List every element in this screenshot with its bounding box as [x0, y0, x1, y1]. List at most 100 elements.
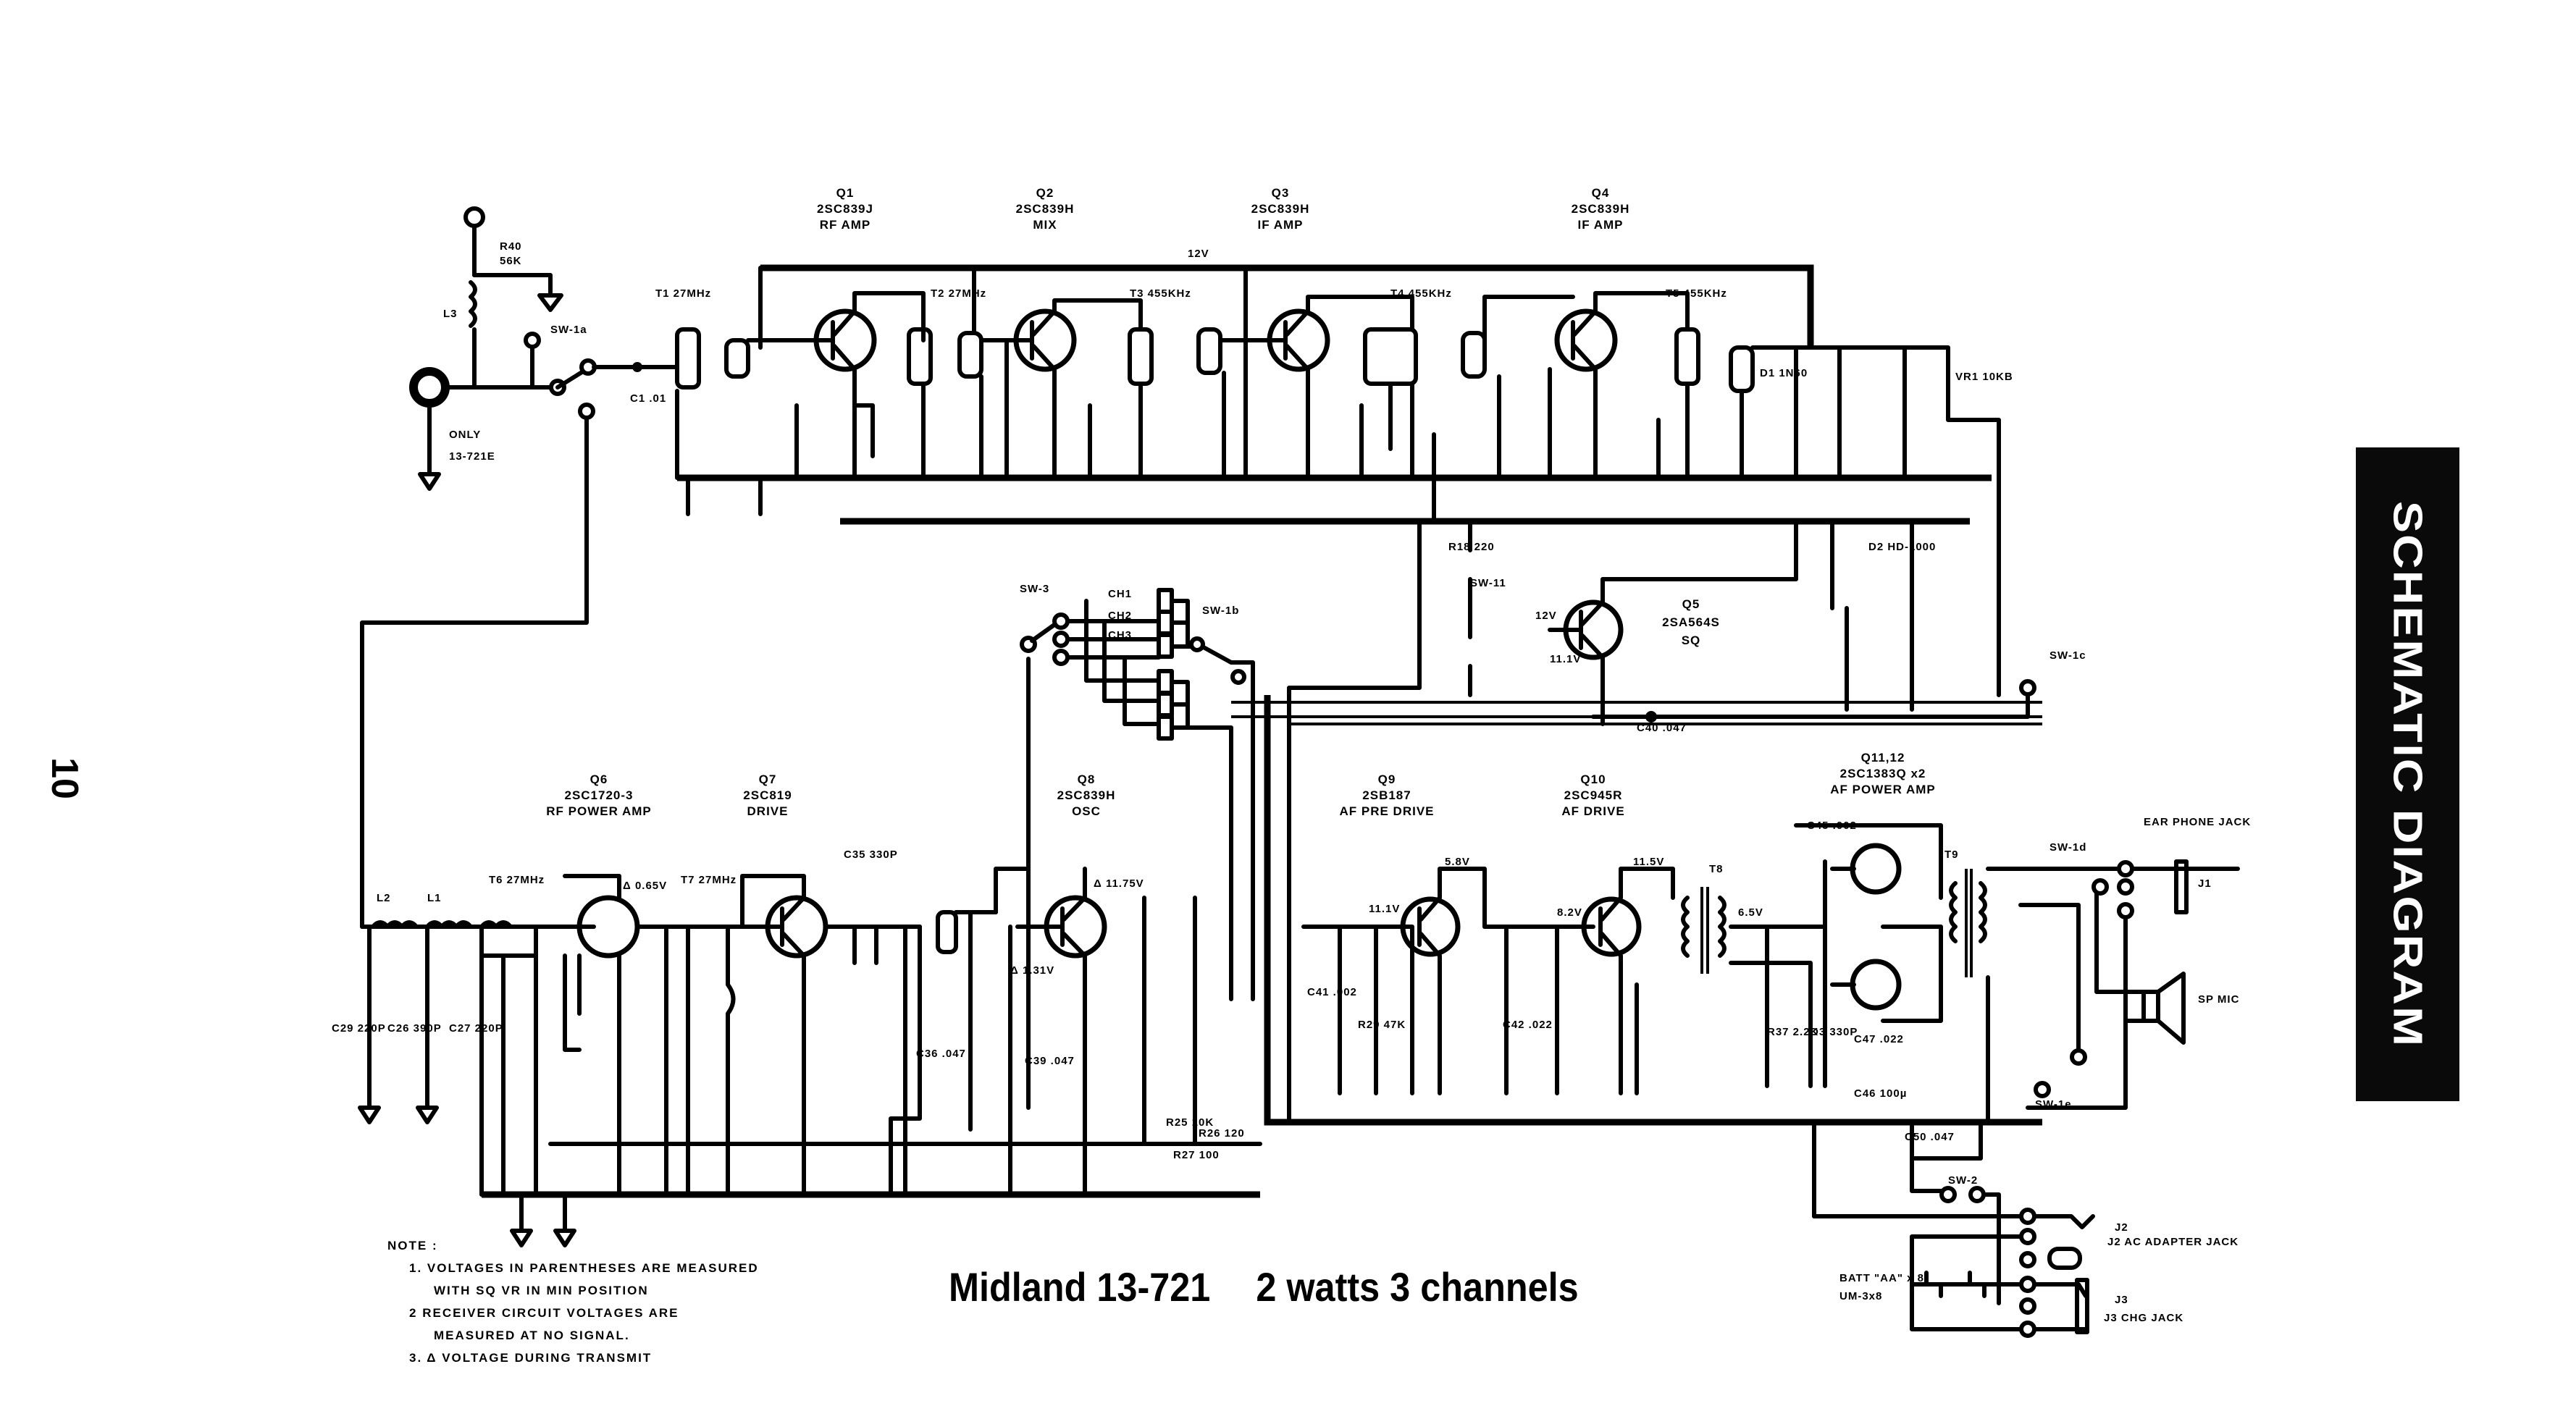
- sw-11-label: SW-11: [1470, 577, 1506, 589]
- battery-type-label: UM-3x8: [1839, 1290, 1882, 1302]
- notes-heading: NOTE :: [387, 1239, 438, 1252]
- component-labels: ONLY 13-721E L3 SW-1a R40 56K T1 27MHz C…: [332, 240, 2251, 1324]
- sw-2-label: SW-2: [1948, 1174, 1978, 1187]
- channel-selector: [1020, 588, 1255, 1110]
- earphone-jack: [2174, 859, 2189, 914]
- q4-part: 2SC839H: [1572, 202, 1630, 216]
- transistor-Q9: [1400, 896, 1461, 957]
- sw-1c-label: SW-1c: [2050, 649, 2086, 662]
- q11-12-part: 2SC1383Q x2: [1840, 767, 1926, 780]
- q2-ref: Q2: [1036, 186, 1054, 200]
- sw-1e-label: SW-1e: [2035, 1098, 2072, 1111]
- d2-label: D2 HD-1000: [1868, 541, 1936, 553]
- c27-label: C27 220P: [449, 1022, 503, 1035]
- t8-label: T8: [1709, 863, 1724, 875]
- driver-transformer-T8: [1681, 896, 1690, 958]
- d1-label: D1 1N60: [1760, 367, 1808, 379]
- output-transformer-T9: [1949, 881, 1958, 943]
- q4-ref: Q4: [1592, 186, 1610, 200]
- note-2-line1: RECEIVER CIRCUIT VOLTAGES ARE: [422, 1306, 679, 1320]
- t9-label: T9: [1944, 849, 1959, 861]
- c29-label: C29 220P: [332, 1022, 386, 1035]
- sw-1d-label: SW-1d: [2050, 841, 2086, 854]
- supply-voltage-label: 12V: [1188, 248, 1209, 260]
- antenna-coil-L3: [469, 224, 477, 390]
- transmitter-wiring: [358, 867, 1262, 1247]
- l2-label: L2: [377, 892, 391, 904]
- q10-ref: Q10: [1580, 772, 1606, 786]
- q9-voltage: 11.1V: [1369, 903, 1400, 915]
- r37-label: R37 2.2K: [1767, 1026, 1818, 1038]
- q9-part: 2SB187: [1362, 788, 1411, 802]
- q5-emitter-voltage: 11.1V: [1550, 653, 1581, 665]
- q7-part: 2SC819: [743, 788, 792, 802]
- t5-label: T5 455KHz: [1666, 287, 1727, 300]
- note-1-line1: VOLTAGES IN PARENTHESES ARE MEASURED: [427, 1261, 759, 1275]
- speaker-mic-icon: [2141, 972, 2186, 1045]
- c47-label: C47 .022: [1854, 1033, 1904, 1045]
- q9-function: AF PRE DRIVE: [1339, 804, 1434, 818]
- j3-label: J3: [2115, 1294, 2128, 1306]
- receiver-wiring: [360, 206, 2042, 1124]
- q11-12-function: AF POWER AMP: [1830, 783, 1935, 796]
- ac-adapter-plug: [2047, 1247, 2082, 1270]
- q1-ref: Q1: [836, 186, 855, 200]
- resistor-ref: R40: [500, 240, 522, 253]
- c42-label: C42 .022: [1503, 1019, 1553, 1031]
- transformer-T1: [675, 327, 701, 390]
- q6-ref: Q6: [590, 772, 608, 786]
- t3-label: T3 455KHz: [1130, 287, 1191, 300]
- c36-label: C36 .047: [916, 1048, 966, 1060]
- battery-label: BATT "AA" x 8: [1839, 1272, 1924, 1284]
- transistor-Q11: [1850, 843, 1902, 895]
- t6-label: T6 27MHz: [489, 874, 545, 886]
- antenna-jack: [409, 367, 450, 408]
- note-1: 1. VOLTAGES IN PARENTHESES ARE MEASURED: [387, 1257, 759, 1279]
- power-wiring: [1812, 1120, 2095, 1338]
- r26-label: R26 120: [1199, 1127, 1245, 1140]
- ac-adapter-jack-label: J2 AC ADAPTER JACK: [2107, 1236, 2239, 1248]
- audio-wiring: [1264, 695, 2240, 1126]
- transformer-T2: [907, 327, 933, 386]
- q10-part: 2SC945R: [1564, 788, 1623, 802]
- transistor-Q4: [1554, 308, 1618, 372]
- d3-label: D3 330P: [1811, 1026, 1858, 1038]
- c41-label: C41 .002: [1307, 986, 1357, 998]
- note-3: 3. Δ VOLTAGE DURING TRANSMIT: [387, 1347, 759, 1369]
- ch2-label: CH2: [1108, 610, 1132, 622]
- transistor-Q10: [1581, 896, 1642, 957]
- c50-label: C50 .047: [1905, 1131, 1955, 1143]
- t2-label: T2 27MHz: [931, 287, 986, 300]
- note-3-line1: Δ VOLTAGE DURING TRANSMIT: [427, 1351, 653, 1365]
- q8-collector-voltage: Δ 11.75V: [1094, 877, 1144, 890]
- supply-rail: [760, 264, 1814, 348]
- sw-1b-label: SW-1b: [1202, 605, 1239, 617]
- antenna-note-1: ONLY: [449, 429, 481, 441]
- l1-label: L1: [427, 892, 442, 904]
- resistor-value: 56K: [500, 255, 522, 267]
- antenna-note-2: 13-721E: [449, 450, 495, 463]
- q11-voltage: 6.5V: [1738, 906, 1763, 919]
- note-1-line2: WITH SQ VR IN MIN POSITION: [434, 1284, 649, 1297]
- coil-label: L3: [443, 308, 458, 320]
- t1-label: T1 27MHz: [655, 287, 711, 300]
- transformer-T4: [1363, 327, 1418, 386]
- q10-function: AF DRIVE: [1561, 804, 1624, 818]
- ch1-label: CH1: [1108, 588, 1132, 600]
- q5-ref: Q5: [1682, 597, 1700, 611]
- schematic-diagram-banner: SCHEMATIC DIAGRAM: [2356, 447, 2459, 1101]
- note-2-num: 2: [409, 1306, 418, 1320]
- q2-function: MIX: [1033, 218, 1057, 232]
- note-1-num: 1.: [409, 1261, 423, 1275]
- c38-label: C39 .047: [1025, 1055, 1075, 1067]
- chg-jack-label: J3 CHG JACK: [2104, 1312, 2183, 1324]
- earphone-jack-label: EAR PHONE JACK: [2144, 816, 2251, 828]
- r27-label: R27 100: [1173, 1149, 1220, 1161]
- transistor-labels: Q1 2SC839J RF AMP Q2 2SC839H MIX Q3 2SC8…: [546, 186, 1935, 818]
- c45-label: C45 .002: [1807, 820, 1857, 832]
- r18-label: R18 220: [1448, 541, 1495, 553]
- q8-ref: Q8: [1078, 772, 1096, 786]
- c26-label: C26 390P: [387, 1022, 442, 1035]
- q10-collector-voltage: 11.5V: [1633, 856, 1664, 868]
